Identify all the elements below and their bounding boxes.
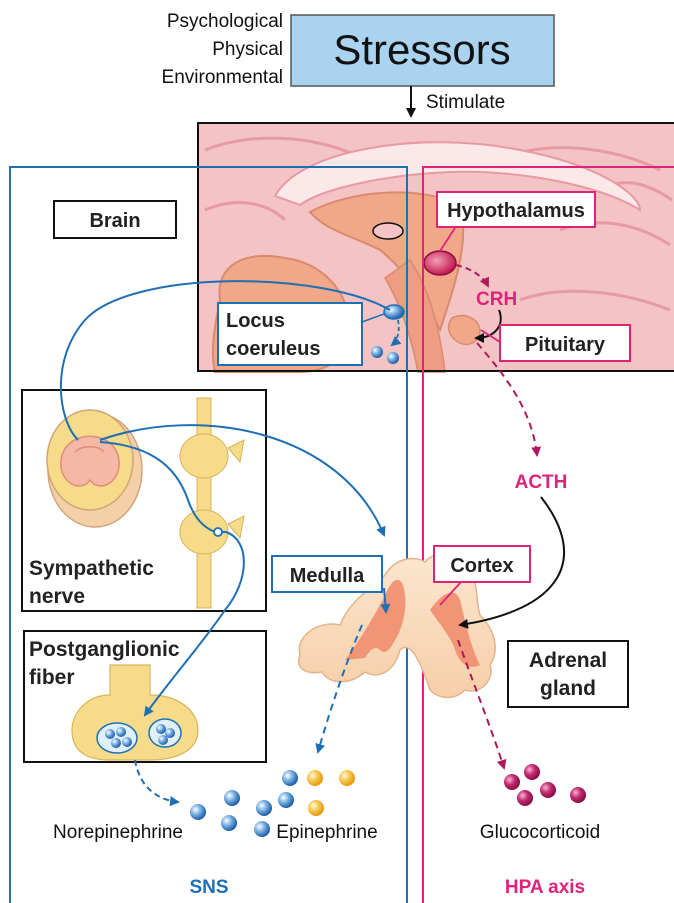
synapse-marker: [214, 528, 222, 536]
locus-label-line1: Locus: [226, 310, 285, 332]
stressor-types: Psychological Physical Environmental: [162, 11, 283, 88]
locus-vesicle: [371, 346, 383, 358]
stressor-type-psychological: Psychological: [167, 11, 283, 32]
pituitary-label: Pituitary: [525, 334, 606, 356]
locus-vesicle: [387, 352, 399, 364]
hpa-label: HPA axis: [505, 877, 585, 898]
cortex-label: Cortex: [450, 555, 513, 577]
stressors-title: Stressors: [333, 26, 510, 73]
terminal-release-arrow: [135, 760, 178, 802]
sns-label: SNS: [189, 877, 228, 898]
adrenal-label-line2: gland: [540, 677, 596, 700]
acth-label: ACTH: [515, 472, 568, 493]
brain-label: Brain: [89, 210, 140, 232]
sympathetic-label-line2: nerve: [29, 585, 85, 608]
epinephrine-molecules: [307, 770, 355, 816]
locus-coeruleus-marker: [384, 305, 404, 319]
stimulate-label: Stimulate: [426, 92, 505, 113]
glucocorticoid-molecules: [504, 764, 586, 806]
crh-label: CRH: [476, 289, 517, 310]
epinephrine-label: Epinephrine: [276, 822, 377, 843]
stressor-type-environmental: Environmental: [162, 67, 283, 88]
stressor-type-physical: Physical: [212, 39, 283, 60]
glucocorticoid-label: Glucocorticoid: [480, 822, 600, 843]
postganglionic-label-line2: fiber: [29, 666, 75, 689]
medulla-label: Medulla: [290, 565, 365, 587]
postganglionic-label-line1: Postganglionic: [29, 638, 180, 661]
norepinephrine-label: Norepinephrine: [53, 822, 183, 843]
locus-label-line2: coeruleus: [226, 338, 320, 360]
hypothalamus-marker: [424, 251, 456, 275]
adrenal-label-line1: Adrenal: [529, 649, 607, 672]
hypothalamus-label: Hypothalamus: [447, 200, 585, 222]
sympathetic-label-line1: Sympathetic: [29, 557, 154, 580]
